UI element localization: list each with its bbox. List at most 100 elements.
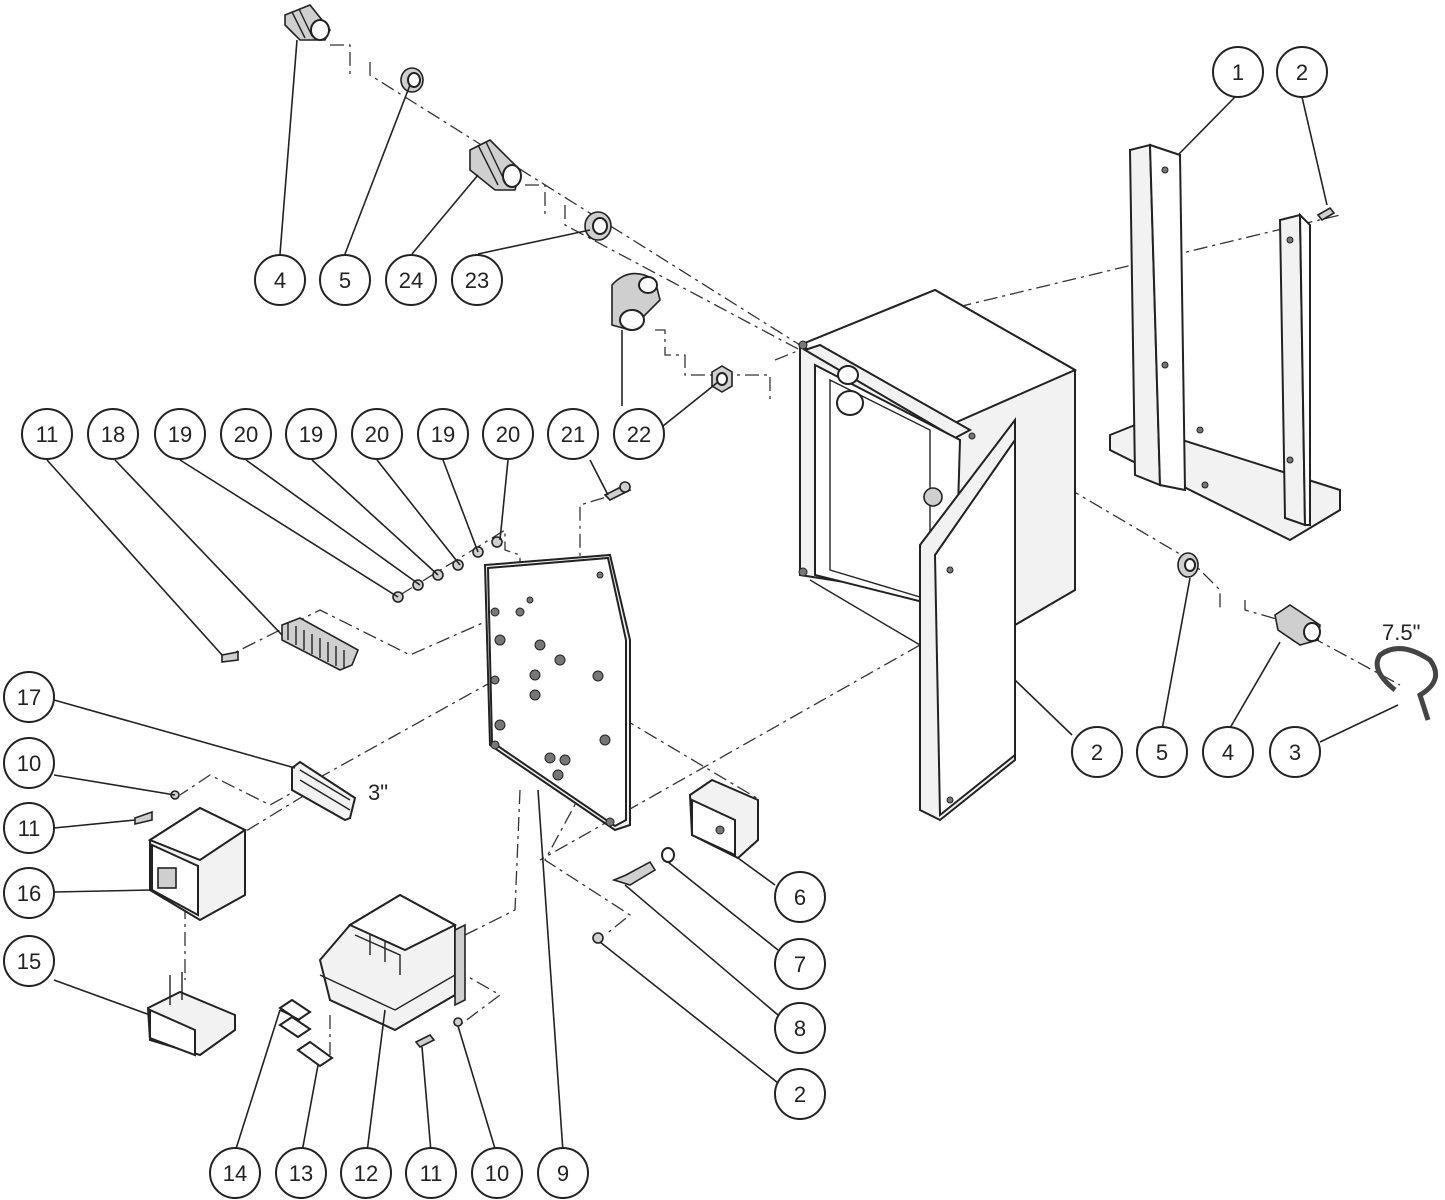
callout-bubble: 12: [340, 1147, 392, 1199]
callout-bubble: 13: [275, 1147, 327, 1199]
leader-lines: [46, 39, 1399, 1153]
cable-gland-24: [469, 139, 522, 191]
callout-label: 5: [1156, 740, 1168, 765]
callout-label: 11: [420, 1161, 443, 1186]
back-panel: [483, 553, 631, 832]
elbow-fitting-22: [611, 272, 661, 331]
callout-label: 24: [399, 268, 423, 293]
callout-label: 6: [794, 885, 806, 910]
callout-label: 23: [465, 268, 489, 293]
callout-bubble: 21: [547, 408, 599, 460]
callout-bubble: 1: [1212, 46, 1264, 98]
callout-label: 9: [557, 1161, 569, 1186]
washer-7: [661, 847, 675, 863]
callout-label: 15: [17, 949, 41, 974]
callout-bubble: 20: [220, 408, 272, 460]
cable-3: [1374, 646, 1439, 721]
callout-bubble: 11: [3, 802, 55, 854]
cable-gland-top-4: [284, 4, 331, 41]
callout-bubble: 8: [774, 1002, 826, 1054]
callout-bubble: 9: [537, 1147, 589, 1199]
terminal-block-6: [688, 778, 759, 860]
callout-bubble: 10: [3, 737, 55, 789]
contactor: [134, 790, 248, 922]
callout-label: 10: [17, 751, 41, 776]
callout-bubble: 2: [1276, 46, 1328, 98]
callout-bubble: 7: [774, 938, 826, 990]
bolt-8: [611, 860, 657, 886]
callout-bubble: 2: [774, 1068, 826, 1120]
callout-label: 1: [1232, 60, 1244, 85]
callout-bubble: 11: [21, 408, 73, 460]
screw-21: [603, 481, 632, 501]
callout-label: 22: [627, 422, 651, 447]
callout-label: 10: [485, 1161, 509, 1186]
callout-bubble: 11: [405, 1147, 457, 1199]
callout-label: 4: [274, 268, 286, 293]
callout-label: 7: [794, 952, 806, 977]
callout-label: 13: [289, 1161, 313, 1186]
callout-label: 17: [17, 685, 41, 710]
callout-bubble: 10: [471, 1147, 523, 1199]
callout-label: 4: [1222, 740, 1234, 765]
screw-2-top: [1316, 206, 1336, 222]
callout-label: 16: [17, 881, 41, 906]
callout-label: 19: [299, 422, 323, 447]
locknut-right-5: [1177, 552, 1199, 578]
mounting-bracket: [1109, 143, 1341, 542]
screw-10-lower: [453, 1017, 463, 1027]
callout-label: 19: [168, 422, 192, 447]
screw-2-lower: [592, 932, 604, 944]
terminal-strip: [221, 617, 360, 671]
locknut-22: [711, 365, 733, 393]
callout-label: 19: [431, 422, 455, 447]
callout-bubble: 6: [774, 871, 826, 923]
din-rail: [291, 760, 357, 822]
callout-bubble: 5: [319, 254, 371, 306]
callout-label: 2: [794, 1082, 806, 1107]
din-rail-length-label: 3": [368, 780, 388, 805]
callout-bubble: 19: [285, 408, 337, 460]
callout-label: 3: [1289, 740, 1301, 765]
cable-length-label: 7.5": [1382, 620, 1420, 645]
callout-label: 21: [561, 422, 585, 447]
callout-label: 18: [101, 422, 125, 447]
callout-bubble: 15: [3, 935, 55, 987]
callout-bubble: 19: [154, 408, 206, 460]
callout-bubble: 18: [87, 408, 139, 460]
callout-label: 11: [36, 422, 59, 447]
callout-bubble: 16: [3, 867, 55, 919]
callout-bubble: 14: [209, 1147, 261, 1199]
enclosure-lid: [919, 417, 1016, 822]
callout-bubble: 19: [417, 408, 469, 460]
overload-relay: [146, 972, 236, 1057]
callout-bubble: 4: [254, 254, 306, 306]
callout-bubble: 2: [1071, 726, 1123, 778]
callout-bubbles: 1 2 4 5 24 23 11 18 19 20 19 20 19 20 21…: [3, 46, 1328, 1199]
callout-bubble: 22: [613, 408, 665, 460]
callout-label: 20: [365, 422, 389, 447]
callout-label: 12: [354, 1161, 378, 1186]
callout-label: 20: [234, 422, 258, 447]
callout-label: 2: [1296, 60, 1308, 85]
callout-label: 11: [18, 816, 41, 841]
callout-label: 2: [1091, 740, 1103, 765]
callout-bubble: 23: [451, 254, 503, 306]
cable-gland-right-4: [1274, 604, 1321, 646]
callout-bubble: 24: [385, 254, 437, 306]
callout-bubble: 20: [482, 408, 534, 460]
locknut-23: [584, 211, 612, 241]
transformer: [318, 893, 466, 1032]
callout-bubble: 5: [1136, 726, 1188, 778]
callout-bubble: 17: [3, 671, 55, 723]
screw-11-lower: [414, 1033, 436, 1049]
callout-label: 8: [794, 1016, 806, 1041]
fuses: [278, 998, 334, 1068]
callout-label: 14: [223, 1161, 247, 1186]
callout-bubble: 4: [1202, 726, 1254, 778]
locknut-top-5: [400, 67, 424, 93]
callout-bubble: 3: [1269, 726, 1321, 778]
callout-bubble: 20: [351, 408, 403, 460]
callout-label: 5: [339, 268, 351, 293]
